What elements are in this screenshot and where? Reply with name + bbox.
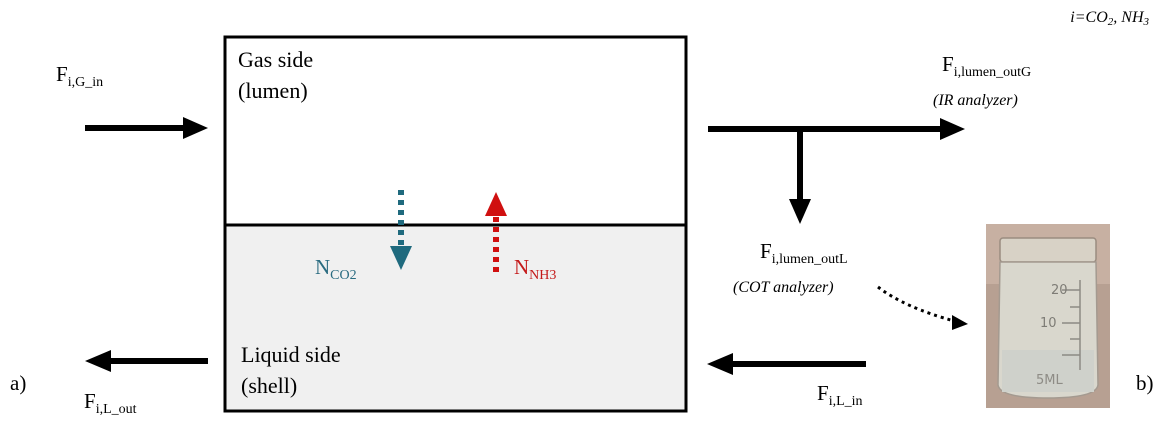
vial-mark: 5ML	[1036, 373, 1063, 388]
vial-mark: 20	[1051, 283, 1068, 298]
liquid-out-label: Fi,L_out	[84, 389, 137, 417]
gas-side-line2: (lumen)	[238, 78, 308, 103]
sample-pointer-dotted-curve	[877, 285, 959, 324]
co2-flux-label: NCO2	[315, 255, 357, 283]
nh3-flux-label: NNH3	[514, 255, 557, 283]
nh3-flux-arrow	[485, 192, 507, 272]
liquid-side-region	[225, 225, 686, 411]
liquid-side-label: Liquid side (shell)	[241, 339, 341, 401]
liquid-in-arrow	[707, 353, 866, 375]
lumen-out-liquid-arrow	[789, 129, 811, 224]
vial-photo-icon: 20 10 5ML	[986, 224, 1110, 408]
gas-in-arrow	[85, 117, 208, 139]
vial-mark: 10	[1040, 316, 1057, 331]
liquid-out-arrow	[85, 350, 208, 372]
lumen-out-gas-arrow	[708, 118, 965, 140]
ir-analyzer-note: (IR analyzer)	[933, 92, 1018, 109]
species-note: i=CO2, NH3	[1070, 9, 1149, 28]
liquid-side-line1: Liquid side	[241, 342, 341, 367]
liquid-side-line2: (shell)	[241, 373, 298, 398]
lumen-out-liquid-label: Fi,lumen_outL	[760, 239, 848, 267]
liquid-in-label: Fi,L_in	[817, 381, 863, 409]
cot-analyzer-note: (COT analyzer)	[733, 279, 834, 296]
gas-in-label: Fi,G_in	[56, 62, 104, 90]
panel-label-b: b)	[1136, 371, 1154, 395]
gas-side-label: Gas side (lumen)	[238, 44, 313, 106]
co2-flux-arrow	[390, 190, 412, 270]
lumen-out-gas-label: Fi,lumen_outG	[942, 52, 1032, 80]
sample-pointer-arrowhead	[952, 315, 968, 330]
gas-side-line1: Gas side	[238, 47, 314, 72]
panel-label-a: a)	[10, 371, 27, 395]
